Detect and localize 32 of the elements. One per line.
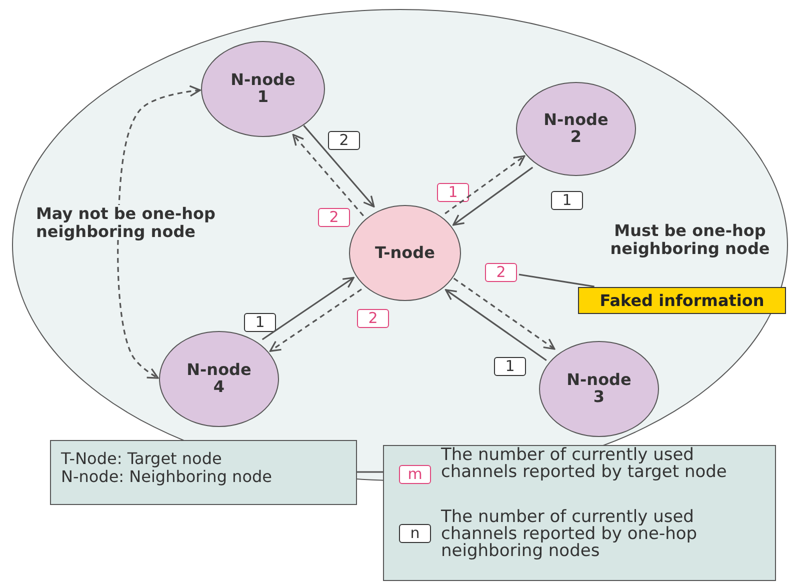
neighbor-node: N-node 3 [539, 341, 659, 437]
neighbor-node: N-node 4 [159, 331, 279, 427]
key-description: The number of currently used channels reported by one-hop neighboring nodes [441, 509, 698, 560]
channel-count-badge: 1 [494, 357, 526, 376]
key-badge: m [399, 465, 431, 484]
channel-count-badge: 2 [485, 263, 517, 282]
arrow [262, 276, 354, 340]
connector-line [357, 471, 383, 473]
channel-count-badge: 1 [244, 313, 276, 332]
channel-count-badge: 2 [357, 309, 389, 328]
arrow [303, 125, 375, 208]
channel-count-badge: 1 [437, 183, 469, 202]
definition-box [50, 440, 357, 505]
channel-count-badge: 2 [328, 131, 360, 150]
neighbor-node: N-node 2 [516, 82, 636, 176]
arrow [444, 155, 526, 214]
key-badge: n [399, 524, 431, 543]
channel-count-badge: 2 [318, 208, 350, 227]
key-box [383, 445, 776, 581]
arrow [452, 166, 534, 226]
channel-count-badge: 1 [551, 191, 583, 210]
arrow [292, 134, 364, 216]
neighbor-node: N-node 1 [201, 41, 325, 137]
key-description: The number of currently used channels reported by target node [441, 447, 728, 481]
target-node: T-node [349, 205, 461, 301]
definition-text: T-Node: Target node [61, 450, 223, 468]
arrow [444, 289, 547, 362]
arrow [453, 278, 556, 350]
arrow [117, 85, 201, 379]
arrow [269, 288, 362, 352]
connector-line [518, 274, 594, 288]
definition-text: N-node: Neighboring node [61, 468, 273, 486]
